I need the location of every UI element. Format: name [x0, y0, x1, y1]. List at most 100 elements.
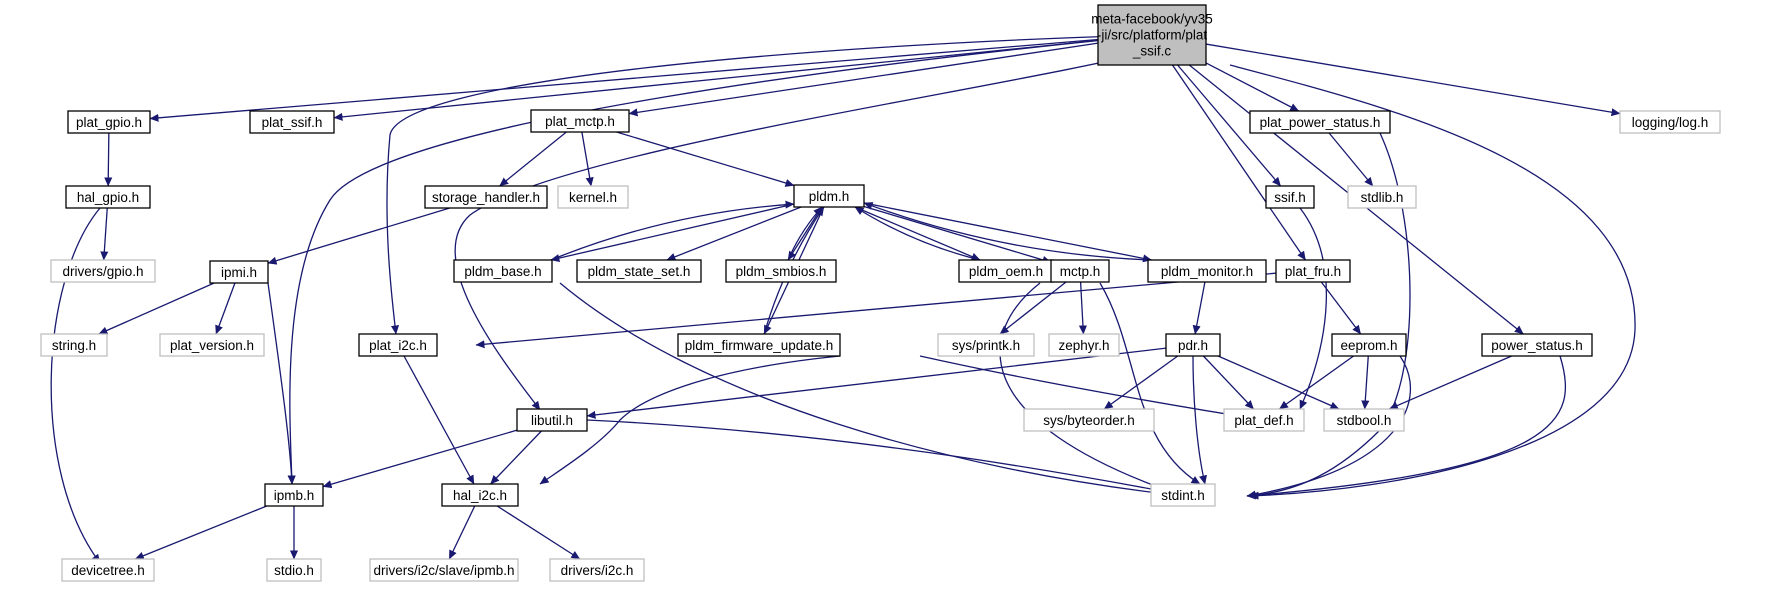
edge-root-to-ssif: [1177, 64, 1282, 187]
node-box: [1147, 259, 1267, 283]
node-label: sys/printk.h: [952, 338, 1020, 353]
node-label: pldm_state_set.h: [588, 264, 691, 279]
node-plat-gpio[interactable]: plat_gpio.h: [67, 110, 151, 134]
edge-pldm-base-to-pldm: [550, 200, 795, 261]
node-libutil[interactable]: libutil.h: [516, 408, 588, 432]
node-box: [266, 558, 322, 582]
node-ssif[interactable]: ssif.h: [1265, 185, 1315, 209]
node-box: [65, 185, 151, 209]
node-label: stdlib.h: [1361, 190, 1404, 205]
node-plat-ssif[interactable]: plat_ssif.h: [249, 110, 335, 134]
edge-pldm-monitor-to-pldm: [863, 202, 1152, 261]
node-label: plat_gpio.h: [76, 115, 142, 130]
node-box: [369, 558, 519, 582]
node-box: [1619, 110, 1721, 134]
node-pldm-smbios[interactable]: pldm_smbios.h: [725, 259, 837, 283]
node-label: drivers/gpio.h: [62, 264, 143, 279]
node-box: [1048, 333, 1120, 357]
node-label: pldm_firmware_update.h: [685, 338, 834, 353]
node-label: pldm_base.h: [464, 264, 541, 279]
node-pldm-oem[interactable]: pldm_oem.h: [958, 259, 1054, 283]
node-label: storage_handler.h: [432, 190, 540, 205]
node-storage-handler[interactable]: storage_handler.h: [424, 185, 548, 209]
node-sys-byteorder: sys/byteorder.h: [1023, 408, 1155, 432]
edges-layer: [50, 34, 1636, 564]
node-box: [264, 483, 324, 507]
node-box: [725, 259, 837, 283]
node-plat-i2c[interactable]: plat_i2c.h: [358, 333, 438, 357]
node-box: [793, 184, 865, 208]
edge-pdr-to-sys-byteorder: [1103, 355, 1179, 410]
edge-mctp-to-stdint: [1099, 282, 1201, 485]
node-pldm-base[interactable]: pldm_base.h: [453, 259, 553, 283]
edge-root-to-plat-gpio: [149, 38, 1099, 122]
edge-pldm-firmware-update-to-hal-i2c: [539, 355, 841, 485]
node-hal-gpio[interactable]: hal_gpio.h: [65, 185, 151, 209]
edge-root-to-plat-mctp: [628, 42, 1099, 117]
edge-hal-i2c-to-drivers-i2c-slave-ipmb: [448, 505, 476, 560]
edge-ipmb-to-devicetree: [134, 505, 267, 560]
edge-root-to-plat-i2c: [386, 34, 1153, 335]
node-label: logging/log.h: [1632, 115, 1709, 130]
edge-ipmi-to-ipmb: [267, 282, 296, 485]
edge-pdr-to-stdint: [1192, 355, 1207, 485]
edge-eeprom-to-stdbool: [1361, 355, 1370, 410]
node-box: [50, 259, 156, 283]
edge-root-to-ipmb: [287, 34, 1153, 485]
node-plat-version: plat_version.h: [159, 333, 265, 357]
edge-plat-mctp-to-pldm: [616, 131, 795, 187]
node-pldm-monitor[interactable]: pldm_monitor.h: [1147, 259, 1267, 283]
node-power-status[interactable]: power_status.h: [1481, 333, 1593, 357]
node-plat-power-status[interactable]: plat_power_status.h: [1249, 110, 1391, 134]
edge-libutil-to-stdint: [586, 419, 1184, 498]
node-label: plat_ssif.h: [262, 115, 323, 130]
edge-plat-mctp-to-kernel: [581, 131, 594, 187]
node-logging-log: logging/log.h: [1619, 110, 1721, 134]
node-plat-fru[interactable]: plat_fru.h: [1275, 259, 1351, 283]
node-eeprom[interactable]: eeprom.h: [1331, 333, 1407, 357]
node-label: plat_fru.h: [1285, 264, 1341, 279]
edge-eeprom-to-plat-def: [1279, 355, 1354, 410]
node-hal-i2c[interactable]: hal_i2c.h: [441, 483, 519, 507]
node-box: [1265, 185, 1315, 209]
node-ipmi[interactable]: ipmi.h: [209, 260, 269, 284]
node-pldm-firmware-update[interactable]: pldm_firmware_update.h: [677, 333, 841, 357]
node-label: ipmi.h: [221, 265, 257, 280]
node-mctp[interactable]: mctp.h: [1050, 259, 1110, 283]
edge-pldm-base-to-stdint: [559, 282, 1184, 500]
node-box: [424, 185, 548, 209]
node-box: [1023, 408, 1155, 432]
node-box: [937, 333, 1035, 357]
edge-plat-i2c-to-hal-i2c: [403, 355, 475, 485]
node-label: libutil.h: [531, 413, 573, 428]
node-label: ssif.h: [1274, 190, 1306, 205]
node-ipmb[interactable]: ipmb.h: [264, 483, 324, 507]
edge-mctp-to-sys-printk: [999, 281, 1067, 335]
node-root[interactable]: meta-facebook/yv35-ji/src/platform/plat_…: [1091, 4, 1213, 66]
node-pldm[interactable]: pldm.h: [793, 184, 865, 208]
node-label: string.h: [52, 338, 96, 353]
node-label: zephyr.h: [1058, 338, 1109, 353]
edge-power-status-to-stdbool: [1388, 355, 1512, 410]
edge-power-status-to-stdint: [1246, 355, 1567, 500]
node-label: pldm_smbios.h: [736, 264, 827, 279]
edge-root-to-logging-log: [1205, 43, 1621, 117]
node-stdio: stdio.h: [266, 558, 322, 582]
node-label: plat_i2c.h: [369, 338, 427, 353]
edge-storage-handler-to-ipmi: [267, 207, 450, 265]
node-label: stdio.h: [274, 563, 314, 578]
node-pdr[interactable]: pdr.h: [1165, 333, 1221, 357]
node-box: [516, 408, 588, 432]
node-label: drivers/i2c.h: [561, 563, 634, 578]
edge-pldm-oem-to-stdint: [999, 282, 1184, 498]
edge-plat-fru-to-eeprom: [1320, 281, 1362, 335]
node-stdbool: stdbool.h: [1323, 408, 1405, 432]
node-label: kernel.h: [569, 190, 617, 205]
node-box: [453, 259, 553, 283]
node-pldm-state-set[interactable]: pldm_state_set.h: [576, 259, 702, 283]
node-box: [1223, 408, 1305, 432]
edge-root-to-plat-fru: [1171, 64, 1307, 261]
node-label: hal_i2c.h: [453, 488, 507, 503]
node-box: [1097, 4, 1207, 66]
node-plat-mctp[interactable]: plat_mctp.h: [530, 109, 630, 133]
